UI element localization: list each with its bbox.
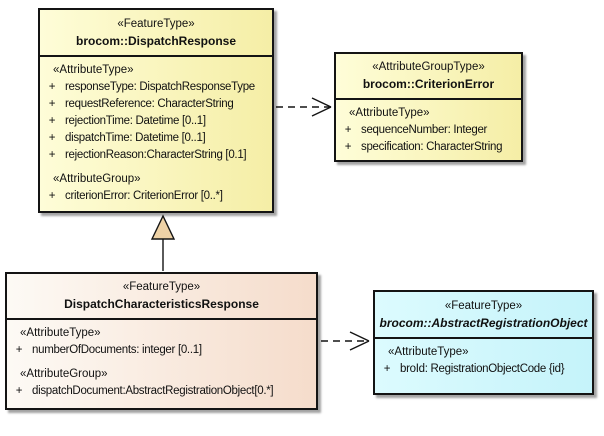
attribute-text: dispatchTime: Datetime [0..1] <box>65 132 206 144</box>
section-heading-attribute-type: «AttributeType» <box>53 64 134 76</box>
class-stereotype: «AttributeGroupType» <box>372 61 485 73</box>
class-header: «AttributeGroupType» brocom::CriterionEr… <box>336 54 521 100</box>
section-heading-attribute-type: «AttributeType» <box>388 346 469 358</box>
attribute-row: + sequenceNumber: Integer <box>336 122 521 139</box>
attribute-row: + numberOfDocuments: integer [0..1] <box>7 342 316 359</box>
attribute-text: dispatchDocument:AbstractRegistrationObj… <box>32 385 274 397</box>
class-box-abstract-registration-object: «FeatureType» brocom::AbstractRegistrati… <box>373 290 594 395</box>
attribute-text: requestReference: CharacterString <box>65 98 234 110</box>
attribute-row: + rejectionReason:CharacterString [0.1] <box>40 147 272 164</box>
attribute-text: criterionError: CriterionError [0..*] <box>65 190 223 202</box>
dependency-arrow-criterion-error <box>276 97 332 117</box>
attribute-text: responseType: DispatchResponseType <box>65 81 255 93</box>
attribute-text: numberOfDocuments: integer [0..1] <box>32 344 202 356</box>
attribute-text: broId: RegistrationObjectCode {id} <box>400 363 565 375</box>
class-stereotype: «FeatureType» <box>117 17 195 30</box>
class-name: brocom::AbstractRegistrationObject <box>379 315 588 330</box>
class-stereotype: «FeatureType» <box>122 281 201 293</box>
visibility-plus: + <box>48 98 56 110</box>
visibility-plus: + <box>344 124 352 136</box>
section-heading-attribute-type: «AttributeType» <box>20 327 101 339</box>
generalization-arrow <box>150 214 176 271</box>
class-box-criterion-error: «AttributeGroupType» brocom::CriterionEr… <box>334 52 523 162</box>
visibility-plus: + <box>48 115 56 127</box>
attribute-row: + criterionError: CriterionError [0..*] <box>40 188 272 205</box>
visibility-plus: + <box>48 190 56 202</box>
attribute-row: + responseType: DispatchResponseType <box>40 79 272 96</box>
class-attributes: «AttributeType» + responseType: Dispatch… <box>40 57 272 205</box>
class-header: «FeatureType» DispatchCharacteristicsRes… <box>7 274 316 320</box>
class-attributes: «AttributeType» + broId: RegistrationObj… <box>375 339 592 378</box>
visibility-plus: + <box>383 363 391 375</box>
class-stereotype: «FeatureType» <box>444 299 523 312</box>
class-box-dispatch-characteristics-response: «FeatureType» DispatchCharacteristicsRes… <box>5 272 318 410</box>
class-name: DispatchCharacteristicsResponse <box>64 297 259 311</box>
class-box-dispatch-response: «FeatureType» brocom::DispatchResponse «… <box>38 8 274 213</box>
class-attributes: «AttributeType» + numberOfDocuments: int… <box>7 320 316 400</box>
section-heading-attribute-group: «AttributeGroup» <box>53 173 141 185</box>
attribute-text: sequenceNumber: Integer <box>361 124 488 136</box>
class-header: «FeatureType» brocom::DispatchResponse <box>40 10 272 57</box>
visibility-plus: + <box>15 385 23 397</box>
section-heading-attribute-group: «AttributeGroup» <box>20 368 108 380</box>
dependency-arrow-abstract-registration-object <box>321 331 370 351</box>
visibility-plus: + <box>48 149 56 161</box>
attribute-text: rejectionReason:CharacterString [0.1] <box>65 149 247 161</box>
attribute-text: rejectionTime: Datetime [0..1] <box>65 115 206 127</box>
attribute-text: specification: CharacterString <box>361 141 503 153</box>
attribute-row: + dispatchTime: Datetime [0..1] <box>40 130 272 147</box>
visibility-plus: + <box>15 344 23 356</box>
class-header: «FeatureType» brocom::AbstractRegistrati… <box>375 292 592 339</box>
attribute-row: + rejectionTime: Datetime [0..1] <box>40 113 272 130</box>
class-name: brocom::CriterionError <box>362 77 495 91</box>
generalization-triangle-head <box>150 214 176 240</box>
visibility-plus: + <box>48 81 56 93</box>
class-name: brocom::DispatchResponse <box>75 33 237 48</box>
attribute-row: + requestReference: CharacterString <box>40 96 272 113</box>
attribute-row: + specification: CharacterString <box>336 139 521 156</box>
section-heading-attribute-type: «AttributeType» <box>349 107 430 119</box>
attribute-row: + dispatchDocument:AbstractRegistrationO… <box>7 383 316 400</box>
class-attributes: «AttributeType» + sequenceNumber: Intege… <box>336 100 521 156</box>
visibility-plus: + <box>48 132 56 144</box>
attribute-row: + broId: RegistrationObjectCode {id} <box>375 361 592 378</box>
visibility-plus: + <box>344 141 352 153</box>
